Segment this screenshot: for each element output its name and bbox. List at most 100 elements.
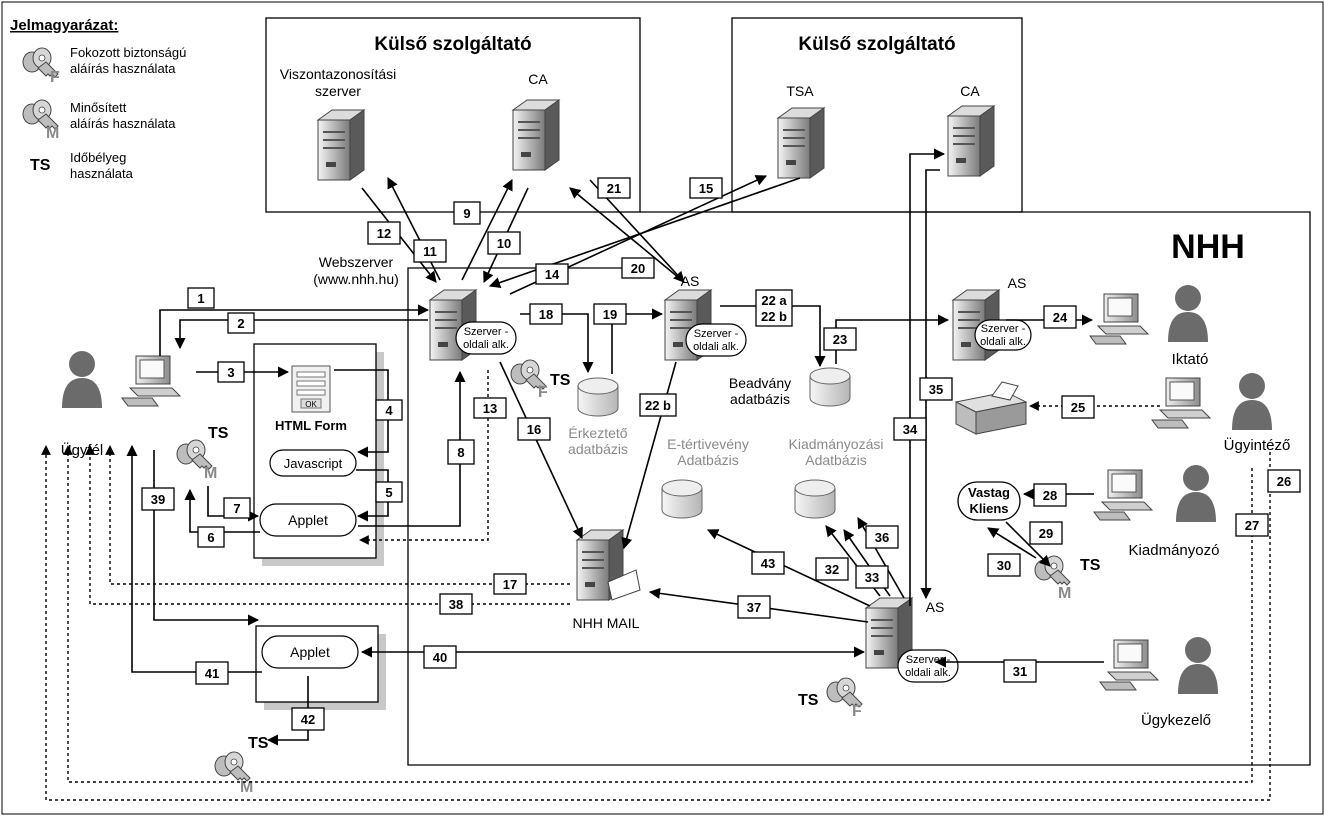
db-issuing-label-1: Kiadmányozási <box>789 436 884 452</box>
javascript-bubble <box>269 449 357 477</box>
as-2-app-bubble <box>974 319 1032 351</box>
as-1-label: AS <box>681 273 700 289</box>
db-issuing-icon <box>794 479 836 519</box>
legend-key-f-label-2: aláírás használata <box>70 61 176 76</box>
step-29: 29 <box>1029 521 1063 545</box>
svg-text:38: 38 <box>449 597 463 612</box>
as-3-app-label-2: oldali alk. <box>905 667 951 679</box>
svg-text:F: F <box>538 384 548 401</box>
step-38: 38 <box>439 593 473 615</box>
step-6: 6 <box>197 526 225 548</box>
tsa-server-icon <box>777 107 825 179</box>
svg-text:23: 23 <box>833 332 847 347</box>
svg-text:29: 29 <box>1039 526 1053 541</box>
db-incoming-icon <box>577 377 619 417</box>
revalidation-server-label-2: szerver <box>315 83 361 99</box>
step-42: 42 <box>291 707 325 731</box>
svg-text:13: 13 <box>483 401 497 416</box>
step-16: 16 <box>517 417 551 441</box>
step-26: 26 <box>1267 469 1301 493</box>
ca-right-server-icon <box>947 105 995 177</box>
thick-client-label-2: Kliens <box>969 501 1008 516</box>
step-30: 30 <box>987 553 1021 577</box>
ca-right-label: CA <box>960 83 980 99</box>
nhh-boundary <box>407 211 1311 766</box>
html-form-icon-ok-text: OK <box>305 400 317 409</box>
webserver-label-2: (www.nhh.hu) <box>313 271 399 287</box>
step-33: 33 <box>855 565 889 589</box>
applet-label: Applet <box>288 512 328 528</box>
webserver-app-label-2: oldali alk. <box>463 339 509 351</box>
step-41: 41 <box>195 661 229 685</box>
javascript-label: Javascript <box>284 456 343 471</box>
legend-key-f-label-1: Fokozott biztonságú <box>70 45 186 60</box>
legend-key-m-label-1: Minősített <box>70 100 127 115</box>
as-2-label: AS <box>1008 275 1027 291</box>
printer-icon <box>955 381 1027 435</box>
step-43: 43 <box>751 551 785 575</box>
step-10: 10 <box>487 231 521 255</box>
as-3-ts-symbol: TS <box>798 692 819 709</box>
db-submission-label-2: adatbázis <box>730 391 790 407</box>
step-36: 36 <box>865 525 899 549</box>
mail-label: NHH MAIL <box>573 615 640 631</box>
svg-text:33: 33 <box>865 570 879 585</box>
case-officer-label: Ügyintéző <box>1224 436 1291 454</box>
step-28: 28 <box>1033 483 1067 507</box>
bottom-key-m-icon: M <box>214 751 253 796</box>
step-7: 7 <box>223 497 251 519</box>
svg-text:43: 43 <box>761 556 775 571</box>
as-3-app-label-1: Szerver - <box>906 654 951 666</box>
svg-text:41: 41 <box>205 666 219 681</box>
webserver-app-bubble <box>455 321 517 355</box>
step-39: 39 <box>141 487 175 511</box>
bottom-ts-symbol: TS <box>248 735 269 752</box>
svg-text:3: 3 <box>227 365 234 380</box>
step-3: 3 <box>217 361 245 383</box>
svg-text:M: M <box>240 779 253 796</box>
svg-text:17: 17 <box>503 577 517 592</box>
applet-bubble-2 <box>261 635 359 669</box>
clerk-label: Ügykezelő <box>1141 711 1211 729</box>
svg-text:15: 15 <box>699 181 713 196</box>
svg-text:34: 34 <box>903 422 918 437</box>
svg-text:8: 8 <box>457 445 464 460</box>
step-9: 9 <box>453 201 481 225</box>
tsa-label: TSA <box>786 83 814 99</box>
svg-text:9: 9 <box>463 206 470 221</box>
customer-key-m-icon: M <box>176 439 217 482</box>
step-1: 1 <box>187 287 215 309</box>
step-17: 17 <box>493 573 527 595</box>
db-submission-icon <box>809 367 851 407</box>
step-35: 35 <box>919 377 953 401</box>
registrar-person-icon <box>1168 285 1208 342</box>
webserver-key-f-icon: F <box>510 359 548 401</box>
svg-text:40: 40 <box>433 650 447 665</box>
db-ereceipt-label-2: Adatbázis <box>677 452 738 468</box>
db-issuing-label-2: Adatbázis <box>805 452 866 468</box>
as-2-app-label-2: oldali alk. <box>980 336 1026 348</box>
as-2-app-label-1: Szerver - <box>981 323 1026 335</box>
svg-text:11: 11 <box>423 244 437 259</box>
step-22b: 22 b <box>639 393 677 417</box>
as-1-app-bubble <box>685 323 747 357</box>
step-19: 19 <box>593 303 627 325</box>
connection-lines <box>41 148 1271 801</box>
legend-key-m-label-2: aláírás használata <box>70 116 176 131</box>
as-3-key-f-icon: F <box>826 677 863 720</box>
svg-text:36: 36 <box>875 530 889 545</box>
nhh-title: NHH <box>1171 228 1245 266</box>
svg-text:22 a: 22 a <box>761 293 787 308</box>
step-31: 31 <box>1003 659 1037 683</box>
case-officer-pc-icon <box>1151 377 1211 429</box>
step-15: 15 <box>689 177 723 199</box>
svg-text:18: 18 <box>539 307 553 322</box>
issuer-person-icon <box>1176 465 1216 522</box>
step-20: 20 <box>621 257 655 279</box>
step-12: 12 <box>367 221 401 245</box>
customer-ts-symbol: TS <box>208 425 229 442</box>
html-form-icon-field-2 <box>296 380 326 387</box>
svg-text:F: F <box>50 69 60 86</box>
